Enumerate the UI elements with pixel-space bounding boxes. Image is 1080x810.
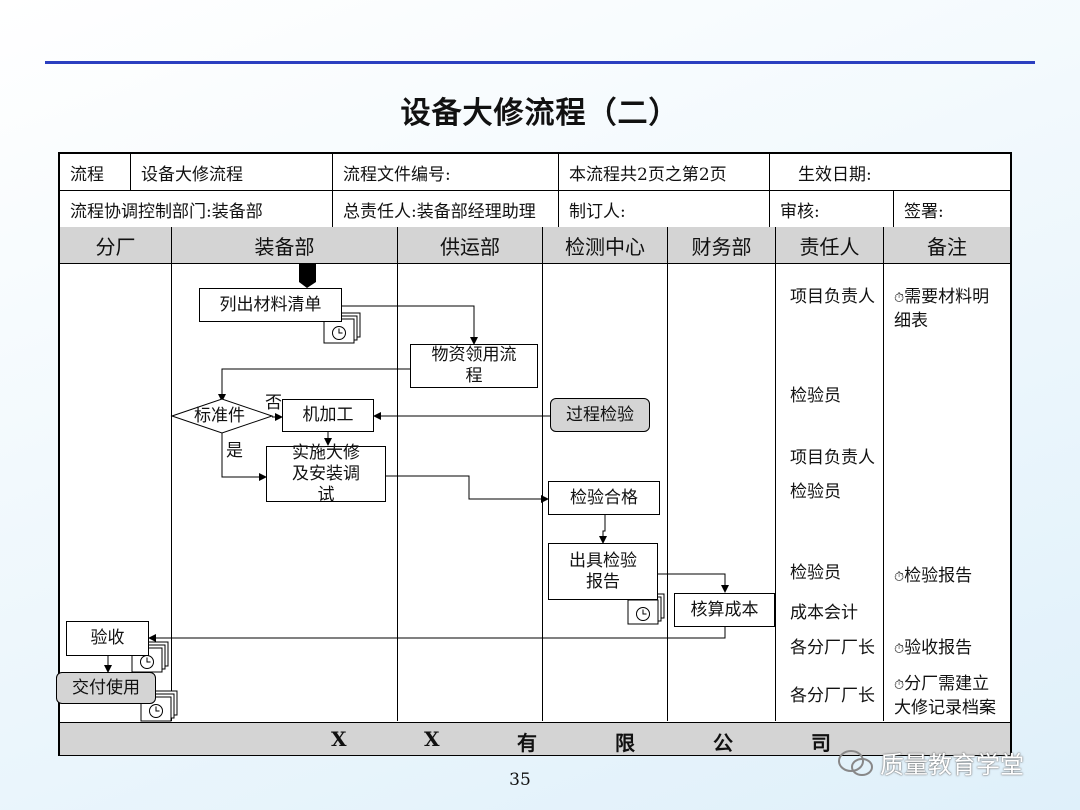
clock-icon: ⏱ (894, 570, 905, 585)
remark-item: ⏱分厂需建立大修记录档案 (894, 674, 996, 718)
start-marker (299, 264, 316, 288)
flowchart-table: 流程 设备大修流程 流程文件编号: 本流程共2页之第2页 生效日期: 流程协调控… (56, 152, 1012, 756)
responsible-item: 各分厂厂长 (790, 638, 875, 658)
top-rule (45, 61, 1035, 64)
lane-divider (883, 264, 884, 721)
step-machining: 机加工 (282, 399, 374, 432)
owner: 总责任人:装备部经理助理 (333, 191, 559, 227)
lane-header-supply: 供运部 (398, 227, 543, 263)
responsible-item: 各分厂厂长 (790, 686, 875, 706)
flow-connectors (104, 264, 729, 722)
lane-header-row: 分厂 装备部 供运部 检测中心 财务部 责任人 备注 (60, 227, 1010, 264)
effective-date: 生效日期: (798, 164, 872, 185)
footer-char: 公 (713, 731, 733, 755)
responsible-item: 项目负责人 (790, 448, 875, 468)
responsible-item: 检验员 (790, 386, 841, 406)
wechat-icon (838, 750, 873, 776)
footer-char: 司 (811, 731, 831, 755)
lane-header-responsible: 责任人 (776, 227, 884, 263)
footer-char: 限 (615, 731, 635, 755)
remark-item: ⏱需要材料明细表 (894, 287, 990, 331)
step-process-inspection: 过程检验 (550, 398, 650, 432)
label-no: 否 (265, 393, 282, 413)
lane-divider (775, 264, 776, 721)
process-name: 设备大修流程 (131, 154, 333, 190)
lane-divider (667, 264, 668, 721)
step-inspection-pass: 检验合格 (548, 481, 660, 515)
step-list-materials: 列出材料清单 (199, 288, 342, 322)
responsible-item: 成本会计 (790, 603, 858, 623)
doc-number: 流程文件编号: (333, 154, 559, 190)
decision-standard-part: 标准件 (194, 406, 245, 426)
step-acceptance: 验收 (66, 621, 149, 656)
step-issue-report: 出具检验报告 (548, 543, 658, 600)
clock-icon: ⏱ (894, 642, 905, 657)
process-label: 流程 (60, 154, 131, 190)
responsible-item: 检验员 (790, 482, 841, 502)
clock-icon: ⏱ (894, 291, 905, 306)
remark-item: ⏱检验报告 (894, 566, 973, 586)
footer-char: X (424, 727, 440, 751)
remark-item: ⏱验收报告 (894, 638, 973, 658)
page-count: 本流程共2页之第2页 (559, 154, 770, 190)
responsible-item: 项目负责人 (790, 287, 875, 307)
clock-icon: ⏱ (894, 678, 905, 693)
coordinating-dept: 流程协调控制部门:装备部 (60, 191, 333, 227)
lane-header-finance: 财务部 (668, 227, 776, 263)
watermark: 质量教育学堂 (880, 751, 1024, 779)
info-row-1: 流程 设备大修流程 流程文件编号: 本流程共2页之第2页 生效日期: (60, 154, 1010, 191)
footer-char: X (331, 727, 347, 751)
maker: 制订人: (559, 191, 770, 227)
lane-header-equipment: 装备部 (172, 227, 398, 263)
lane-header-remarks: 备注 (927, 234, 967, 259)
responsible-item: 检验员 (790, 563, 841, 583)
lane-divider (397, 264, 398, 721)
page-number: 35 (509, 770, 531, 790)
footer-char: 有 (517, 731, 537, 755)
signer: 签署: (904, 201, 944, 222)
lane-divider (542, 264, 543, 721)
label-yes: 是 (226, 441, 243, 461)
step-overhaul: 实施大修及安装调试 (266, 443, 386, 505)
step-deliver: 交付使用 (56, 672, 156, 704)
lane-divider (171, 264, 172, 721)
step-material-flow: 物资领用流程 (410, 344, 538, 388)
lane-header-testing: 检测中心 (543, 227, 668, 263)
page-title: 设备大修流程（二） (400, 96, 680, 131)
reviewer: 审核: (770, 191, 894, 227)
lane-header-branch: 分厂 (60, 227, 172, 263)
company-footer: X X 有 限 公 司 (60, 722, 1010, 755)
decision-diamond (170, 398, 274, 434)
step-cost-accounting: 核算成本 (674, 593, 775, 627)
